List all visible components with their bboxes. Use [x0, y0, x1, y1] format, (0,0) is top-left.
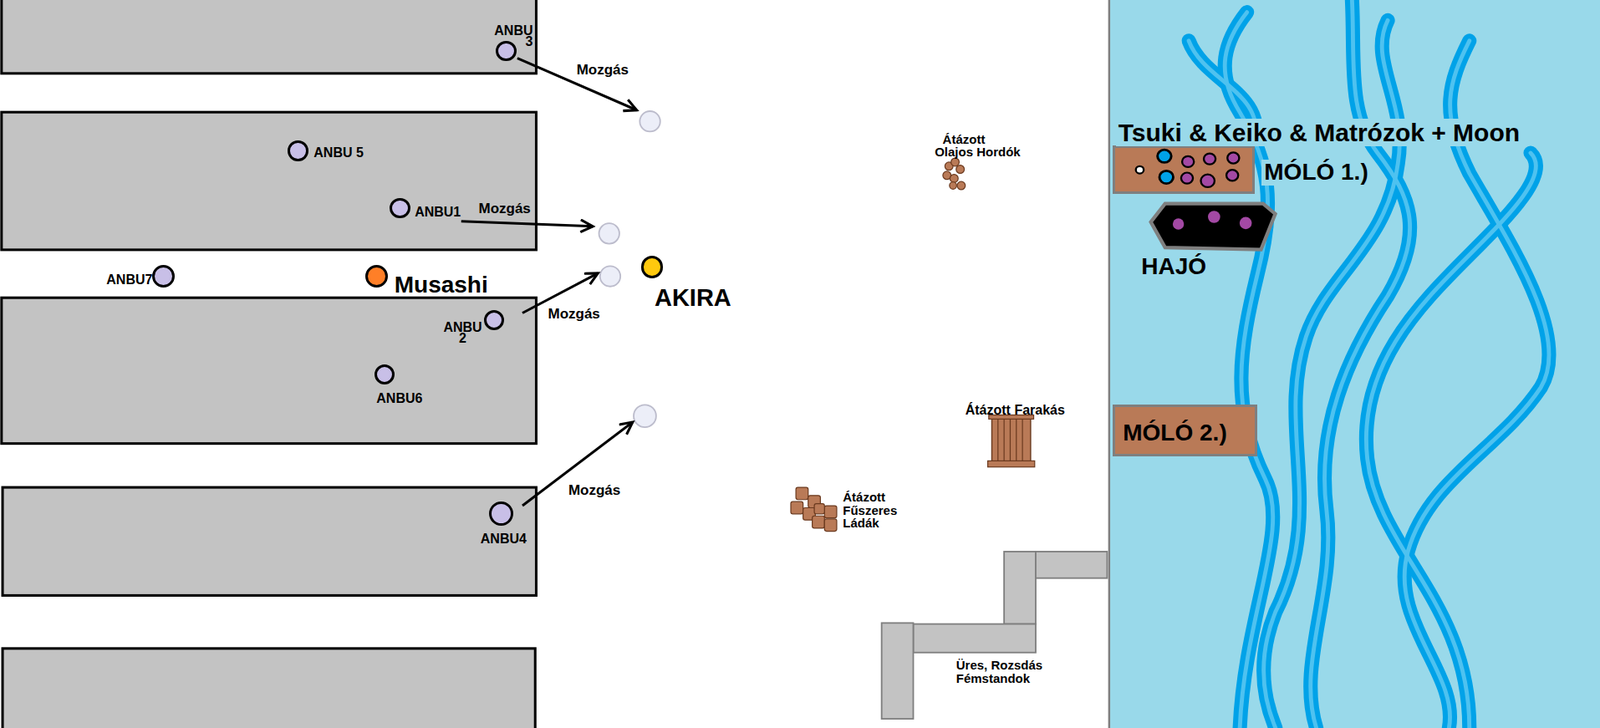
- ghost-position: [599, 223, 620, 244]
- unit-marker: ANBU1: [389, 198, 410, 219]
- ghost-position: [600, 265, 621, 286]
- water: [1109, 0, 1600, 728]
- unit-name: ANBU 2: [441, 321, 485, 345]
- movement-label: Mozgás: [576, 61, 629, 79]
- object-label: Átázott Fűszeres Ládák: [842, 490, 897, 530]
- building: [2, 487, 536, 596]
- oil-barrels: [942, 157, 966, 190]
- unit-marker: AKIRA: [641, 255, 664, 279]
- ship-hull: [1147, 200, 1279, 253]
- object-label: Átázott Olajos Hordók: [934, 132, 1026, 160]
- unit-name: ANBU 5: [313, 145, 364, 161]
- building: [1, 297, 537, 444]
- water-current: [1188, 0, 1550, 728]
- pier-label: MÓLÓ 2.): [1122, 419, 1227, 447]
- pier: Tsuki & Keiko & Matrózok + MoonMÓLÓ 1.): [1112, 145, 1256, 194]
- movement-arrow: [461, 221, 593, 227]
- unit-name: ANBU 3: [489, 25, 533, 48]
- unit-name: ANBU7: [106, 272, 153, 288]
- unit-marker: ANBU 5: [287, 140, 308, 161]
- movement-label: Mozgás: [568, 482, 621, 500]
- movement-arrow: [517, 58, 637, 111]
- crew-markers: [1115, 147, 1254, 191]
- unit-marker: ANBU7: [152, 264, 175, 288]
- unit-name: ANBU6: [376, 391, 423, 407]
- movement-label: Mozgás: [547, 305, 600, 323]
- wood-pile: [988, 414, 1035, 467]
- pier-label: Tsuki & Keiko & Matrózok + Moon: [1115, 118, 1523, 147]
- unit-name: ANBU4: [480, 531, 527, 547]
- unit-name: AKIRA: [654, 284, 732, 312]
- movement-arrow: [522, 422, 633, 506]
- ghost-position: [639, 111, 660, 132]
- pier-label: MÓLÓ 1.): [1261, 159, 1371, 186]
- unit-marker: ANBU 2: [484, 310, 505, 331]
- movement-label: Mozgás: [478, 200, 530, 218]
- buildings: [1, 0, 537, 728]
- building: [1, 112, 537, 250]
- ship-label: HAJÓ: [1138, 254, 1209, 281]
- water-area: [1109, 0, 1600, 728]
- object-label: Átázott Farakás: [965, 402, 1065, 418]
- spice-crates: [790, 487, 837, 531]
- ghost-position: [633, 404, 657, 428]
- unit-marker: ANBU 3: [495, 40, 516, 62]
- object-label: Üres, Rozsdás Fémstandok: [956, 658, 1050, 686]
- building: [2, 648, 536, 728]
- shore-line: [1108, 0, 1111, 728]
- building: [1, 0, 537, 74]
- unit-name: Musashi: [394, 271, 489, 299]
- pier: MÓLÓ 2.): [1112, 404, 1258, 457]
- unit-name: ANBU1: [414, 204, 461, 220]
- unit-marker: Musashi: [365, 264, 388, 288]
- metal-stands: [881, 551, 1108, 719]
- ship: HAJÓ: [1147, 200, 1279, 253]
- unit-marker: ANBU6: [374, 364, 395, 385]
- water-highlight: [1188, 0, 1550, 728]
